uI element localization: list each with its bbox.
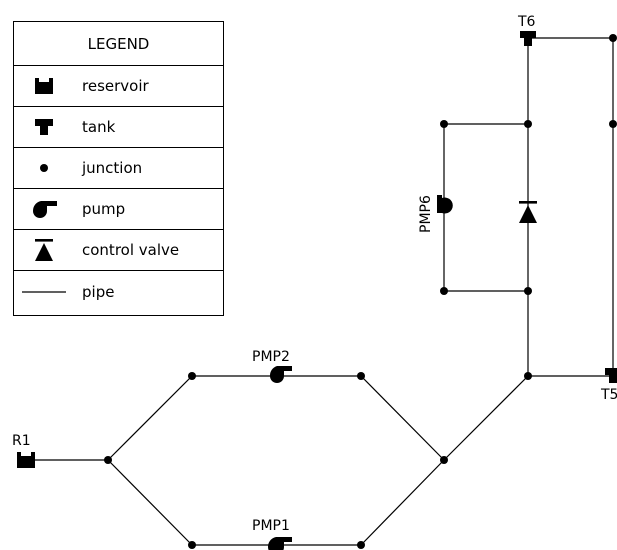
legend-row-tank: tank — [14, 107, 223, 148]
junction[interactable] — [440, 287, 448, 295]
legend-label: junction — [82, 159, 143, 177]
pipe[interactable] — [107, 375, 193, 461]
pipe[interactable] — [360, 375, 445, 461]
reservoir-icon — [35, 78, 53, 94]
junction-icon — [40, 164, 48, 172]
legend-label: reservoir — [82, 77, 149, 95]
pump-pmp2[interactable]: PMP2 — [252, 349, 292, 383]
pump-pmp2-label: PMP2 — [252, 349, 290, 365]
legend-row-pump: pump — [14, 189, 223, 230]
pump-icon — [32, 201, 57, 218]
junction[interactable] — [524, 372, 532, 380]
legend-row-reservoir: reservoir — [14, 66, 223, 107]
tank-icon — [35, 119, 53, 135]
tank-t5-label: T5 — [600, 387, 617, 403]
legend: LEGEND reservoir tank junction pump cont… — [13, 21, 224, 316]
pipe[interactable] — [360, 459, 445, 546]
legend-row-control-valve: control valve — [14, 230, 223, 271]
tank-t6[interactable]: T6 — [517, 14, 536, 46]
pipe[interactable] — [443, 375, 529, 461]
junction[interactable] — [609, 120, 617, 128]
junction[interactable] — [188, 541, 196, 549]
tank-icon — [605, 368, 617, 383]
legend-label: pump — [82, 200, 126, 218]
control-valve[interactable] — [519, 201, 537, 223]
junction[interactable] — [357, 541, 365, 549]
pump-icon — [267, 537, 292, 550]
pump-pmp1[interactable]: PMP1 — [252, 518, 292, 550]
legend-label: control valve — [82, 241, 180, 259]
legend-row-pipe: pipe — [14, 271, 223, 312]
junction[interactable] — [104, 456, 112, 464]
legend-label: pipe — [82, 282, 115, 301]
reservoir-r1-label: R1 — [12, 433, 31, 449]
tank-t6-label: T6 — [517, 14, 536, 30]
control-valve-icon — [519, 201, 537, 223]
pump-pmp6[interactable]: PMP6 — [418, 195, 453, 233]
reservoir-r1[interactable]: R1 — [12, 433, 35, 468]
legend-row-junction: junction — [14, 148, 223, 189]
pipe[interactable] — [107, 459, 193, 546]
tank-t5[interactable]: T5 — [600, 368, 617, 403]
pump-pmp6-label: PMP6 — [418, 195, 434, 233]
pump-icon — [437, 195, 453, 214]
legend-label: tank — [82, 118, 116, 136]
junction[interactable] — [188, 372, 196, 380]
reservoir-icon — [17, 452, 35, 468]
pipe-icon — [22, 290, 66, 293]
junction[interactable] — [440, 456, 448, 464]
pump-icon — [269, 366, 292, 383]
legend-title: LEGEND — [14, 22, 223, 66]
junctions — [104, 34, 617, 549]
pump-pmp1-label: PMP1 — [252, 518, 290, 534]
control-valve-icon — [35, 239, 53, 261]
junction[interactable] — [609, 34, 617, 42]
junction[interactable] — [357, 372, 365, 380]
junction[interactable] — [524, 287, 532, 295]
junction[interactable] — [524, 120, 532, 128]
junction[interactable] — [440, 120, 448, 128]
tank-icon — [520, 31, 536, 46]
